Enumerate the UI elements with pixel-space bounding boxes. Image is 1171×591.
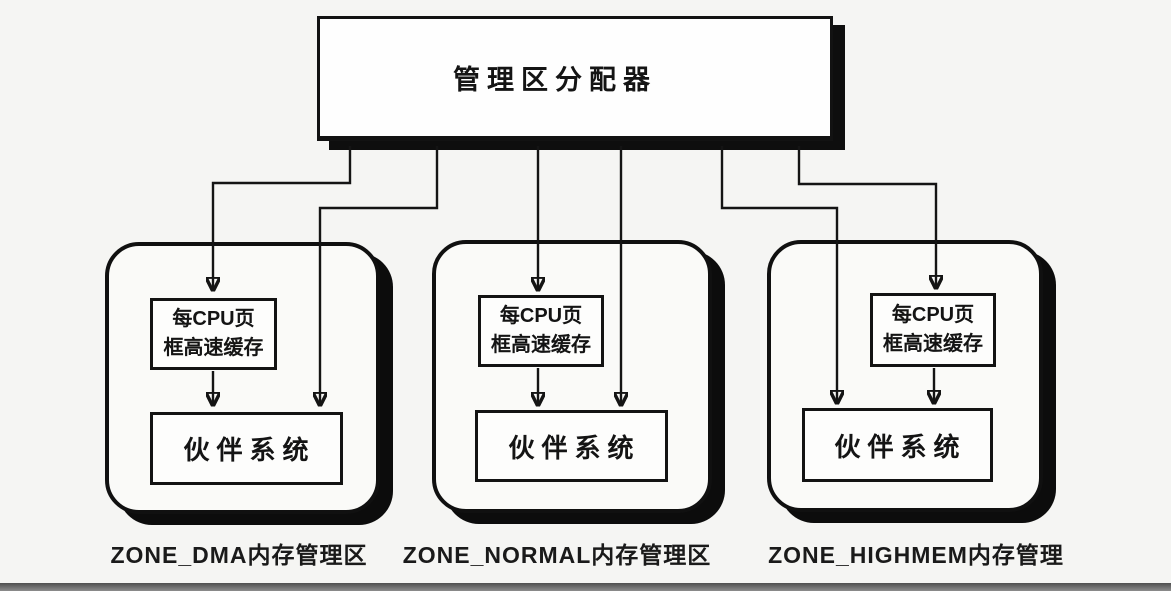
normal-buddy-system-label: 伙伴系统 (508, 432, 641, 463)
highmem-percpu-cache-line1: 每CPU页 (891, 304, 975, 326)
highmem-percpu-cache-box: 每CPU页 框高速缓存 (870, 293, 996, 367)
dma-percpu-cache-line1: 每CPU页 (172, 308, 255, 330)
zone-allocator-label: 管理区分配器 (453, 65, 657, 95)
highmem-buddy-system-label: 伙伴系统 (834, 431, 967, 462)
zone-highmem-caption: ZONE_HIGHMEM内存管理 (768, 542, 1064, 568)
normal-percpu-cache-line1: 每CPU页 (499, 305, 583, 327)
dma-buddy-system-box: 伙伴系统 (150, 412, 343, 485)
dma-percpu-cache-box: 每CPU页 框高速缓存 (150, 298, 277, 370)
dma-percpu-cache-line2: 框高速缓存 (163, 337, 264, 359)
normal-percpu-cache-line2: 框高速缓存 (491, 334, 591, 356)
zone-normal-caption: ZONE_NORMAL内存管理区 (402, 542, 712, 568)
highmem-buddy-system-box: 伙伴系统 (802, 408, 993, 482)
zone-dma-caption: ZONE_DMA内存管理区 (110, 542, 368, 568)
normal-buddy-system-box: 伙伴系统 (475, 410, 668, 482)
dma-buddy-system-label: 伙伴系统 (183, 435, 316, 465)
zone-allocator-box: 管理区分配器 (317, 16, 833, 141)
page-bottom-scan-edge (0, 583, 1171, 591)
highmem-percpu-cache-line2: 框高速缓存 (883, 333, 983, 355)
normal-percpu-cache-box: 每CPU页 框高速缓存 (478, 295, 604, 367)
